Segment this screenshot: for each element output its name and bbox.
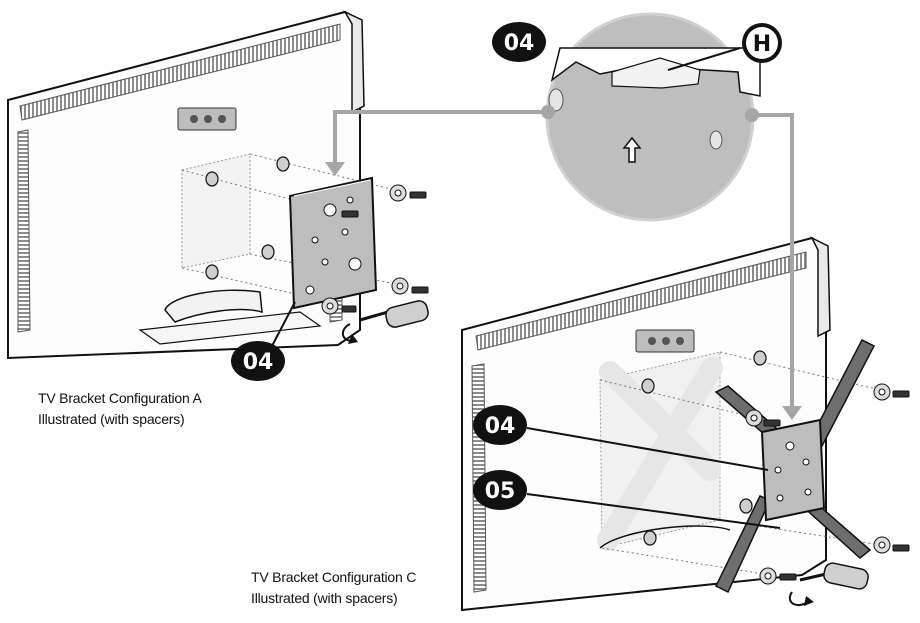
callout-04-magnifier-text: 04 <box>504 31 535 56</box>
caption-config-a-line1: TV Bracket Configuration A <box>38 390 202 406</box>
spacers-right <box>641 350 767 546</box>
leader-04-left <box>271 301 296 347</box>
pointer-dot-right <box>745 108 759 122</box>
leader-h <box>667 47 741 71</box>
pointer-dot-left <box>541 105 555 119</box>
bracket-plate-04-right <box>760 418 826 522</box>
callout-05-text: 05 <box>485 479 516 504</box>
callout-04-right: 04 <box>473 405 527 445</box>
leader-05 <box>526 493 781 529</box>
leader-04-right <box>526 427 769 471</box>
pointer-arrow-left-icon <box>325 162 345 176</box>
caption-config-a: TV Bracket Configuration A Illustrated (… <box>38 388 202 430</box>
screwdriver-left-icon <box>341 300 429 344</box>
screws-left <box>321 184 429 315</box>
callout-04-left-text: 04 <box>243 350 274 375</box>
pointer-arrow-right-icon <box>782 406 802 420</box>
callout-04-right-text: 04 <box>485 414 516 439</box>
callout-04-magnifier: 04 <box>492 22 546 62</box>
spacers-left <box>205 156 290 280</box>
callout-h-text: H <box>753 32 771 57</box>
callout-05: 05 <box>473 470 527 510</box>
magnifier-detail <box>545 12 761 222</box>
bracket-plate-04-left <box>288 176 378 310</box>
pointer-lines <box>333 110 794 410</box>
caption-config-a-line2: Illustrated (with spacers) <box>38 411 185 427</box>
callout-h: H <box>742 23 782 63</box>
callout-04-left: 04 <box>231 341 285 381</box>
caption-config-c: TV Bracket Configuration C Illustrated (… <box>251 567 416 609</box>
caption-config-c-line1: TV Bracket Configuration C <box>251 569 417 585</box>
tv-right <box>461 236 831 612</box>
screwdriver-right-icon <box>789 562 869 607</box>
screws-right <box>745 383 910 585</box>
tv-left <box>7 10 365 360</box>
caption-config-c-line2: Illustrated (with spacers) <box>251 590 398 606</box>
